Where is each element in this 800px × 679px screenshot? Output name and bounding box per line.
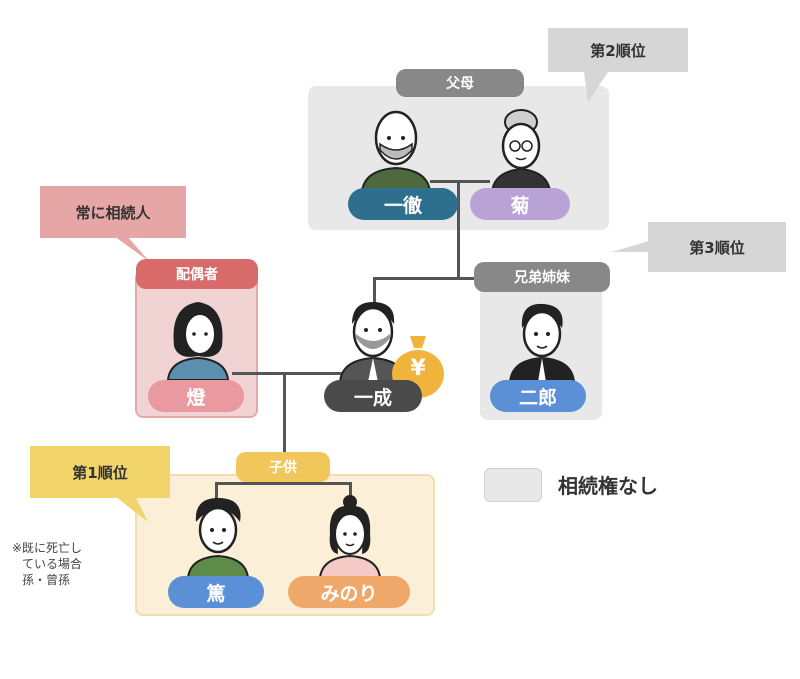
child1-line <box>215 482 218 502</box>
rank1-note: ※既に死亡し ている場合 孫・曾孫 <box>12 540 122 588</box>
spouse-avatar <box>166 302 230 381</box>
rank3-label: 第3順位 <box>648 222 786 272</box>
child2-avatar <box>318 495 382 579</box>
mother-name: 菊 <box>470 188 570 220</box>
note-line-1: ※既に死亡し <box>12 541 83 555</box>
parents-vertical-line <box>457 180 460 280</box>
children-vertical-line <box>283 372 286 460</box>
children-horizontal-line <box>215 482 351 485</box>
siblings-header: 兄弟姉妹 <box>474 262 610 292</box>
spouse-name: 燈 <box>148 380 244 412</box>
deceased-up-line <box>373 277 376 305</box>
child1-avatar <box>186 498 250 579</box>
sibling-avatar <box>508 303 576 383</box>
note-line-3: 孫・曾孫 <box>22 573 71 587</box>
sibling-name: 二郎 <box>490 380 586 412</box>
father-avatar <box>360 110 432 193</box>
note-line-2: ている場合 <box>22 557 83 571</box>
child2-name: みのり <box>288 576 410 608</box>
child1-name: 篤 <box>168 576 264 608</box>
always-heir-label: 常に相続人 <box>40 186 186 238</box>
sibling-horizontal-line <box>373 277 533 280</box>
legend: 相続権なし <box>484 466 744 506</box>
rank1-label: 第1順位 <box>30 446 170 498</box>
parents-header: 父母 <box>396 69 524 97</box>
child2-line <box>349 482 352 502</box>
rank2-label: 第2順位 <box>548 28 688 72</box>
mother-avatar <box>490 109 552 193</box>
legend-label: 相続権なし <box>558 474 658 498</box>
spouse-connector-line <box>232 372 352 375</box>
children-header: 子供 <box>236 452 330 482</box>
parents-connector-line <box>430 180 490 183</box>
deceased-name: 一成 <box>324 380 422 412</box>
father-name: 一徹 <box>348 188 458 220</box>
money-symbol: ¥ <box>410 356 426 381</box>
legend-swatch <box>484 468 542 502</box>
spouse-header: 配偶者 <box>136 259 258 289</box>
